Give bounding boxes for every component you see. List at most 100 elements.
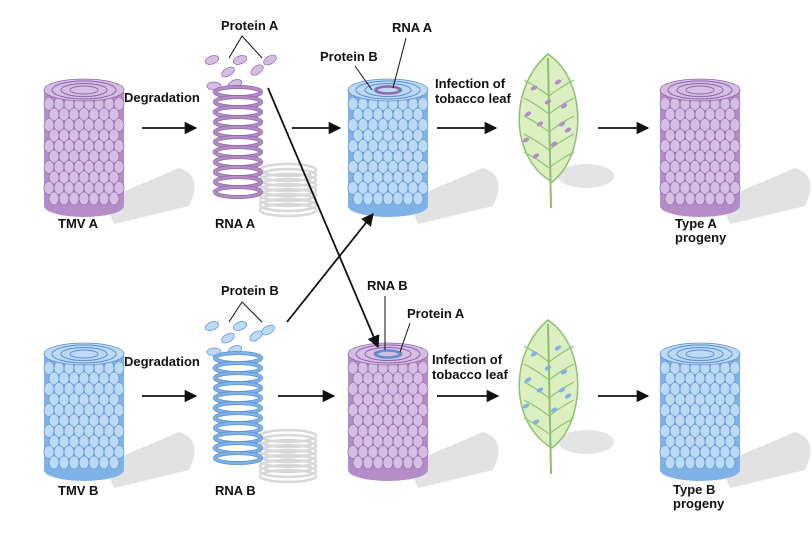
top-progeny-label-line1: Type A <box>675 216 718 231</box>
protein-fragment <box>263 54 277 66</box>
coat-subunit <box>98 455 110 470</box>
protein-b-to-hybrid-cross-arrow <box>286 213 374 323</box>
leaf-shadow <box>558 430 614 454</box>
leaf-infection-spot <box>524 111 532 117</box>
coat-subunit <box>704 455 716 470</box>
top-row <box>43 53 811 224</box>
coat-subunit <box>714 455 726 470</box>
leaf-vein <box>523 381 550 399</box>
virus-top-ring <box>355 344 421 364</box>
coat-subunit <box>362 191 374 206</box>
leaf-infection-spot <box>564 127 572 133</box>
bottom-hybrid-rna-label: RNA B <box>367 278 408 293</box>
coat-subunit <box>108 107 120 122</box>
coat-subunit <box>352 455 364 470</box>
coat-subunit <box>729 118 741 132</box>
coat-subunit <box>417 139 429 153</box>
virus-top-ring <box>685 85 715 95</box>
bottom-progeny-label-line2: progeny <box>673 496 725 511</box>
bottom-infection-label-line2: tobacco leaf <box>432 367 509 382</box>
coat-subunit <box>48 191 60 206</box>
leaf-infection-spot <box>554 79 562 85</box>
coat-subunit <box>382 455 394 470</box>
coat-subunit <box>372 191 384 206</box>
leaf-vein <box>548 399 575 417</box>
protein-fragment <box>261 324 275 336</box>
virus-top-ring <box>69 349 99 359</box>
coat-subunit <box>724 149 736 164</box>
coat-subunit <box>108 191 120 206</box>
leaf-midrib <box>547 323 552 475</box>
coat-subunit <box>724 371 736 386</box>
virus-top-ring <box>60 347 108 361</box>
leaf-vein <box>523 151 550 169</box>
coil-shadow <box>258 468 318 484</box>
coat-subunit <box>694 455 706 470</box>
coat-subunit <box>729 424 741 438</box>
bottom-hybrid-protein-pointer <box>399 322 411 353</box>
virus-shadow <box>104 168 195 224</box>
coat-subunit <box>724 107 736 122</box>
top-tobacco-leaf <box>518 53 614 209</box>
coat-subunit <box>113 181 125 195</box>
leaf-infection-spot <box>544 365 552 371</box>
coat-subunit <box>729 139 741 153</box>
top-degradation-label: Degradation <box>124 90 200 105</box>
coat-subunit <box>694 191 706 206</box>
coat-subunit <box>724 455 736 470</box>
coat-subunit <box>113 160 125 174</box>
coat-subunit <box>412 149 424 164</box>
coat-subunit <box>372 455 384 470</box>
virus-shadow <box>408 432 499 488</box>
leaf-infection-spot <box>524 377 532 383</box>
coil-shadow <box>258 458 318 474</box>
virus-top-ring <box>667 80 733 100</box>
protein-fragment <box>232 321 248 331</box>
protein-fragment <box>232 55 248 65</box>
coat-subunit <box>78 455 90 470</box>
coat-subunit <box>674 455 686 470</box>
coat-subunit <box>392 455 404 470</box>
hybrid-virus-protein-a-rna-b <box>347 342 499 488</box>
coil-shadow <box>258 463 318 479</box>
leaf-vein <box>548 345 575 363</box>
virus-shadow <box>104 432 195 488</box>
coat-subunit <box>729 382 741 396</box>
virus-top <box>659 342 741 366</box>
coat-subunit <box>382 191 394 206</box>
protein-fragment <box>204 321 220 331</box>
coat-subunit <box>113 445 125 459</box>
coat-subunit <box>412 107 424 122</box>
coat-subunit <box>48 455 60 470</box>
coat-subunit <box>729 403 741 417</box>
leaf-infection-spot <box>558 121 566 127</box>
bottom-protein-pointer <box>228 301 263 323</box>
coat-subunit <box>724 392 736 407</box>
top-hybrid-rna-label: RNA A <box>392 20 433 35</box>
virus-shadow <box>408 168 499 224</box>
virus-shadow <box>720 432 811 488</box>
leaf-infection-spot <box>550 407 558 413</box>
coat-subunit <box>58 191 70 206</box>
coat-subunit <box>729 160 741 174</box>
virus-top-ring <box>51 80 117 100</box>
leaf-infection-spot <box>536 121 544 127</box>
virus-top <box>659 78 741 102</box>
coat-subunit <box>417 181 429 195</box>
coat-subunit <box>729 445 741 459</box>
virus-top-ring <box>685 349 715 359</box>
bottom-tobacco-leaf <box>518 319 614 475</box>
virus-top <box>347 342 429 366</box>
protein-a-fragments <box>204 54 277 91</box>
protein-b-fragments <box>204 321 275 357</box>
rna-coil-turn-highlight <box>213 185 263 199</box>
coat-subunit <box>412 128 424 143</box>
leaf-vein <box>523 399 550 417</box>
rna-b-coil <box>213 351 318 484</box>
coat-subunit <box>417 424 429 438</box>
coat-subunit <box>417 445 429 459</box>
virus-top <box>43 342 125 366</box>
bottom-degradation-label: Degradation <box>124 354 200 369</box>
coat-subunit <box>402 455 414 470</box>
coat-subunit <box>113 403 125 417</box>
